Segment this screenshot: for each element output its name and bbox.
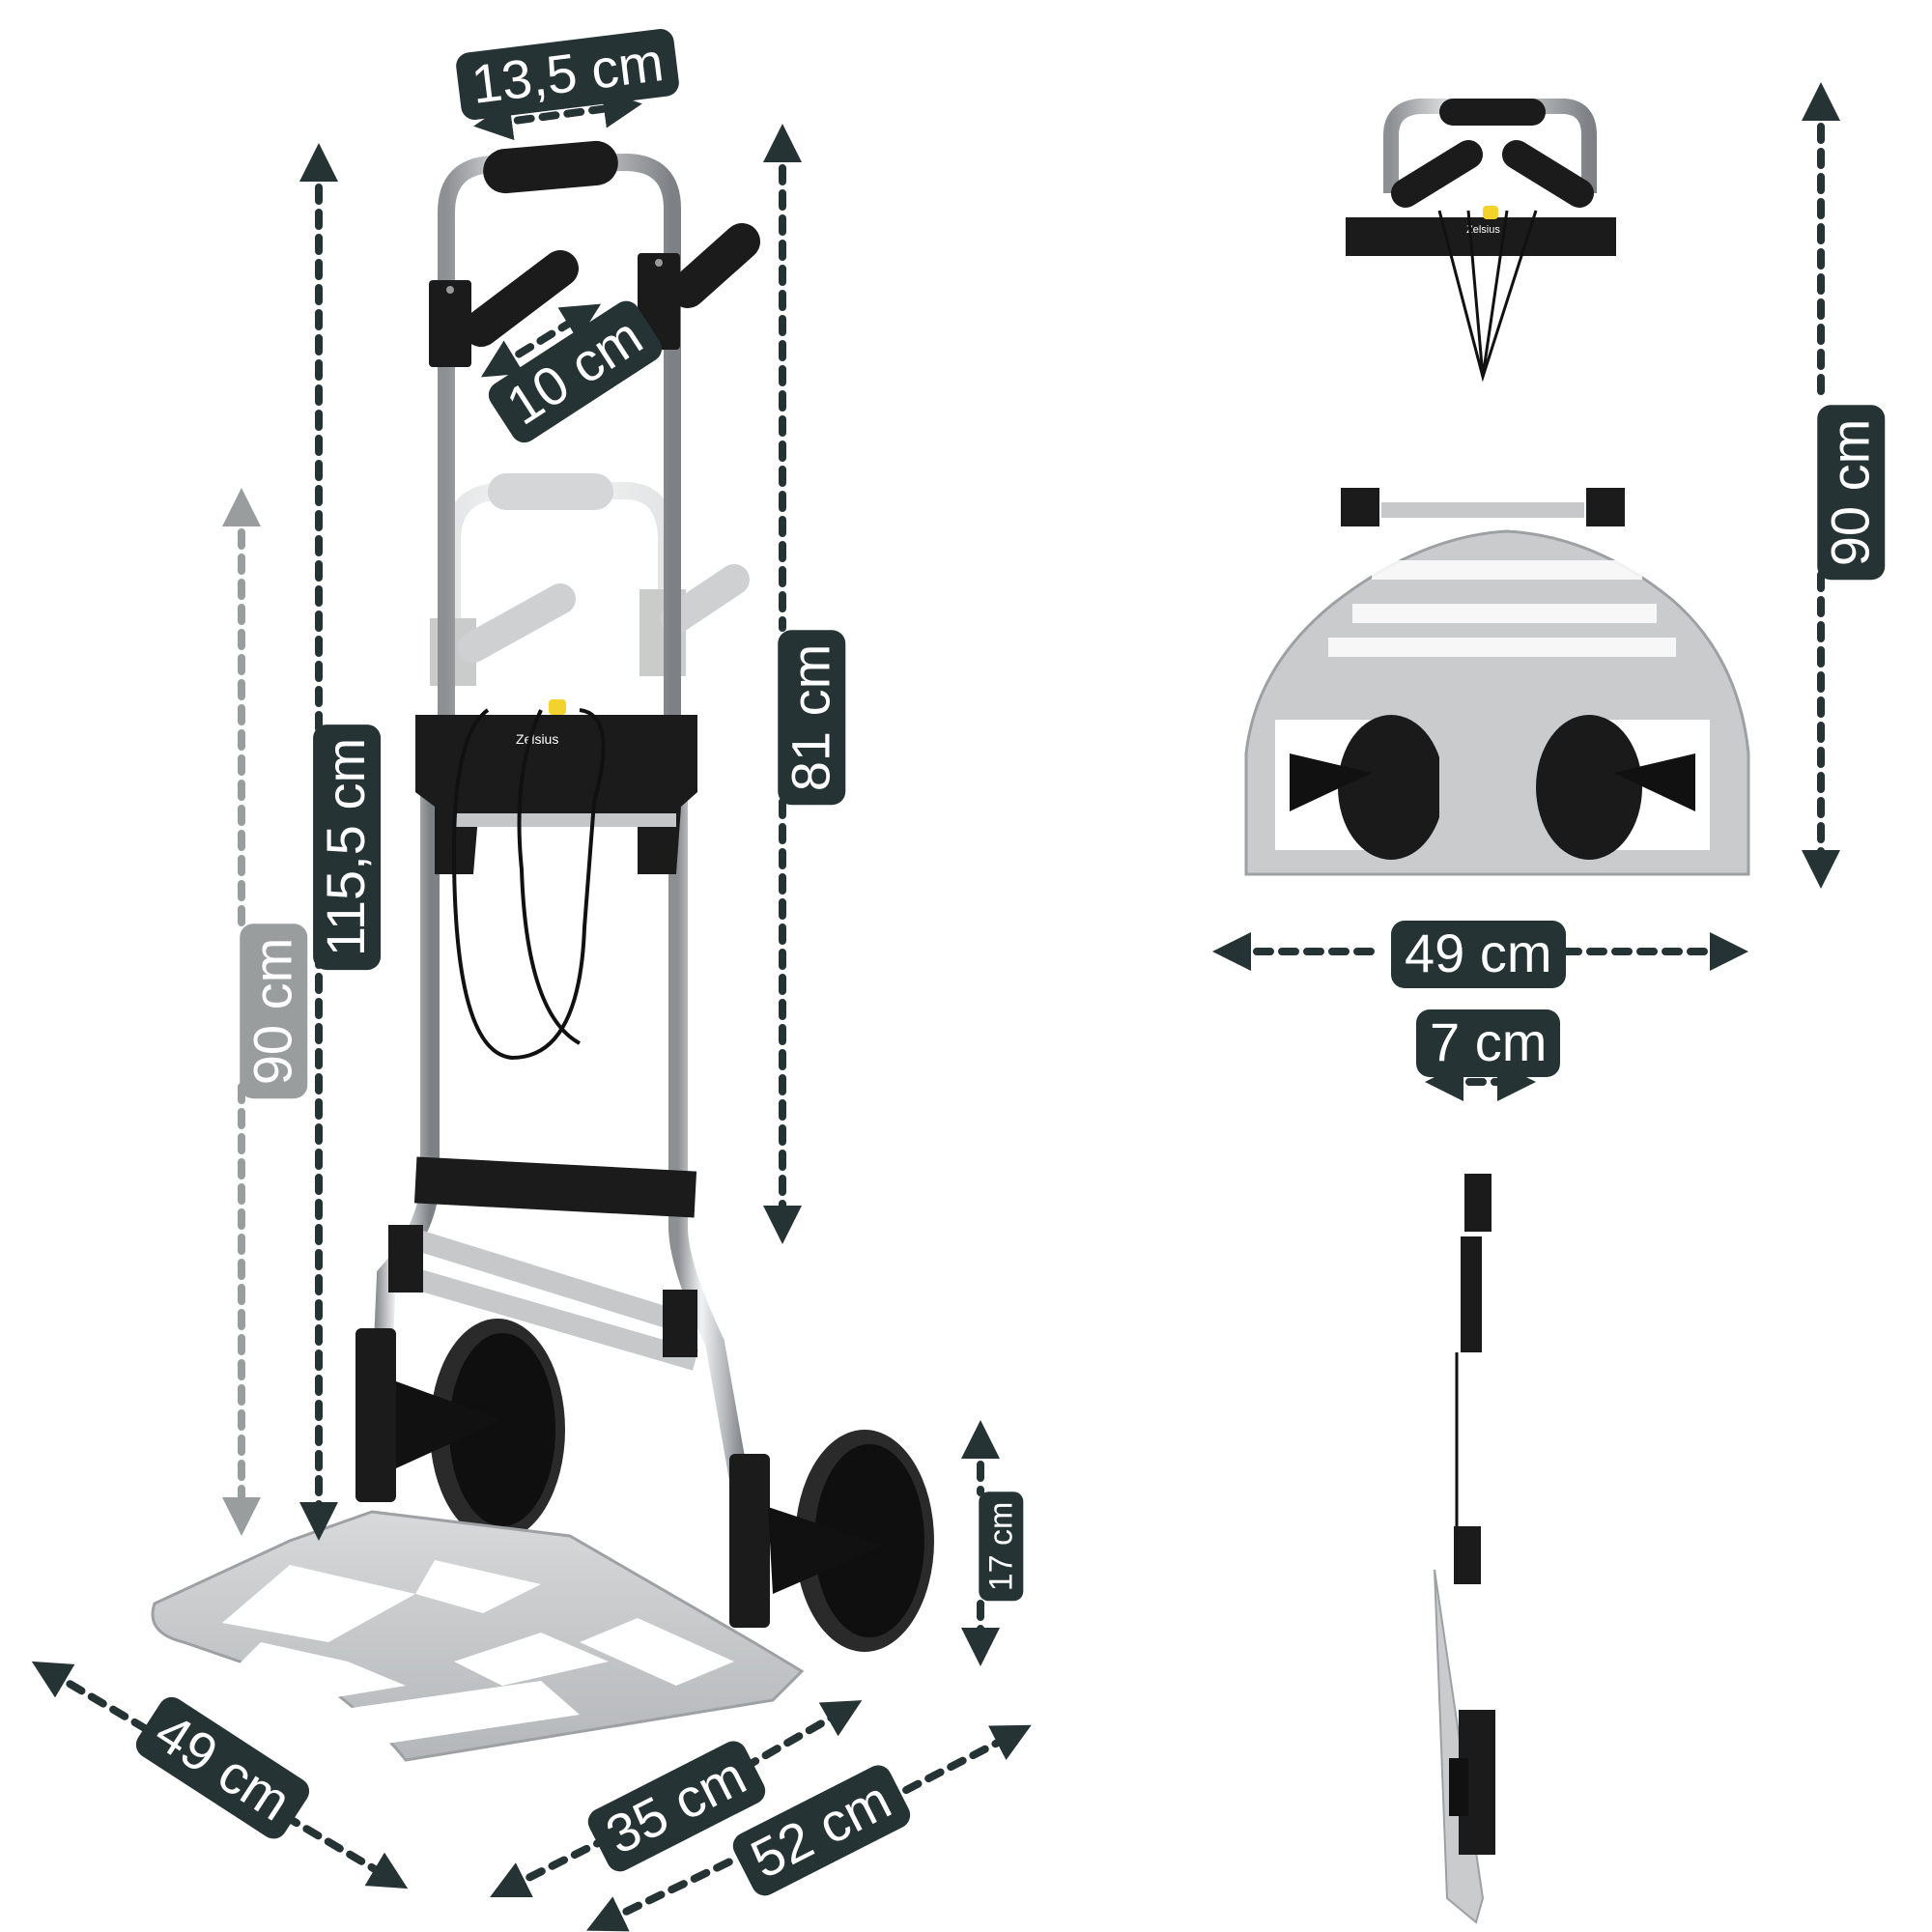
side-grip-right [669, 223, 760, 308]
perspective-trolley: Zelsius [151, 140, 934, 1762]
wheel-left [396, 1319, 565, 1541]
brand-logo: Zelsius [516, 731, 558, 747]
foot-plate [151, 1510, 805, 1762]
top-grip [483, 140, 618, 194]
dimension-label-frame-height: 81 cm [778, 630, 846, 806]
perspective-dimension-lines [31, 89, 1032, 1932]
front-foot-plate [1244, 529, 1750, 876]
brand-logo-front: Zelsius [1466, 224, 1500, 236]
dimension-label-folded-width: 49 cm [1391, 921, 1566, 988]
front-view-dimension-lines [1212, 82, 1840, 1101]
dimension-label-total-height-collapsed: 90 cm [240, 923, 308, 1099]
side-view-trolley [1434, 1121, 1495, 1924]
side-grip-left [463, 250, 579, 347]
dimension-label-total-height-extended: 115,5 cm [313, 724, 382, 971]
collapsed-handle-ghost [430, 473, 750, 686]
dimension-label-folded-thickness: 7 cm [1416, 1009, 1561, 1077]
wheel-right [768, 1430, 934, 1652]
front-view-trolley: Zelsius [1244, 99, 1750, 876]
dimension-label-wheel-diameter: 17 cm [979, 1492, 1024, 1602]
dimension-label-folded-height: 90 cm [1817, 405, 1886, 581]
